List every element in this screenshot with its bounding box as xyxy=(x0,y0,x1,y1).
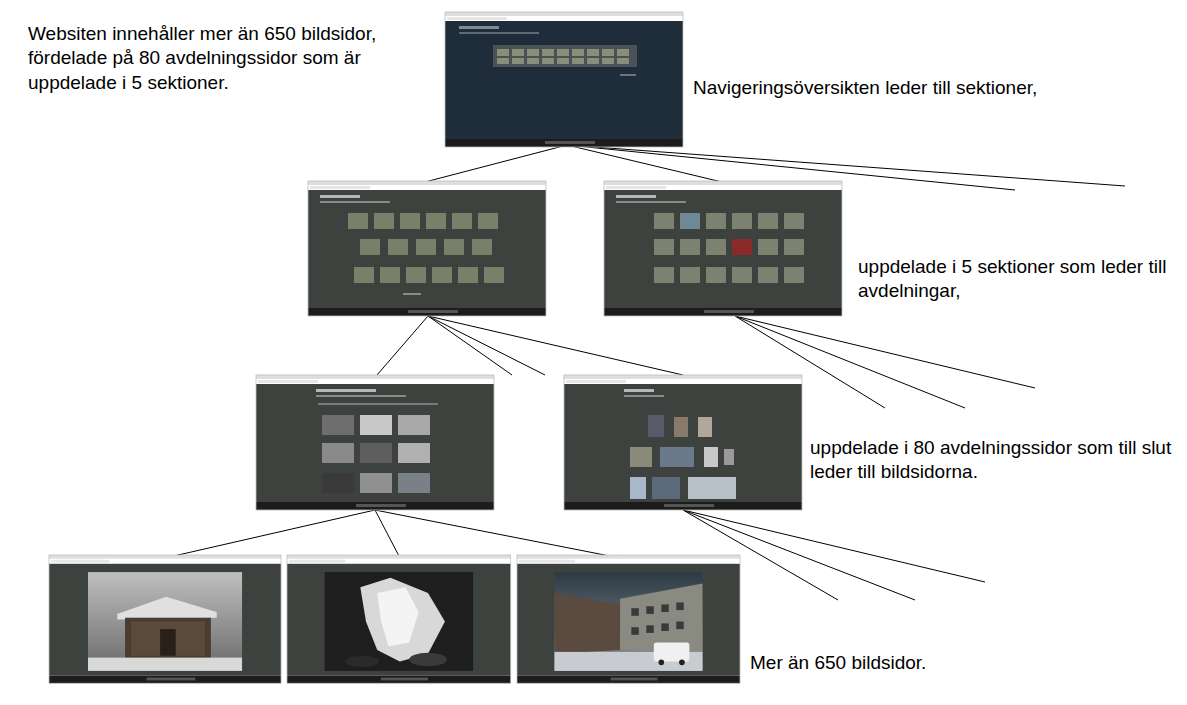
level-note: Navigeringsöversikten leder till sektion… xyxy=(693,76,1163,100)
level-note: uppdelade i 80 avdelningssidor som till … xyxy=(810,436,1180,485)
overview-screenshot xyxy=(445,12,683,147)
image-page-screenshot xyxy=(517,555,740,683)
section-screenshot xyxy=(308,181,546,316)
image-page-screenshot xyxy=(49,555,281,683)
level-note: uppdelade i 5 sektioner som leder till a… xyxy=(858,255,1178,304)
department-screenshot xyxy=(256,375,494,510)
intro-note: Websiten innehåller mer än 650 bildsidor… xyxy=(28,22,448,95)
tree-lines xyxy=(165,145,1125,600)
department-screenshot xyxy=(564,375,802,510)
level-note: Mer än 650 bildsidor. xyxy=(750,651,1150,675)
image-page-screenshot xyxy=(287,555,511,683)
section-screenshot xyxy=(604,181,842,316)
